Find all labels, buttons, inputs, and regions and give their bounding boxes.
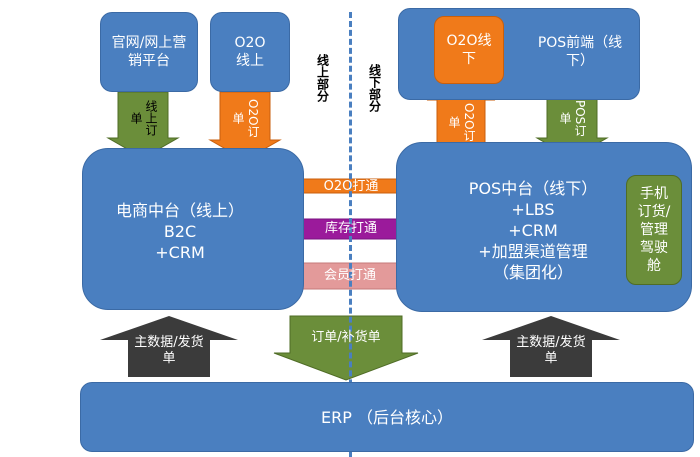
arrow-master-right-head xyxy=(482,316,620,340)
bridge-member-label: 会员打通 xyxy=(323,268,376,283)
arrow-online-order-label-box: 线上订单 xyxy=(129,96,158,140)
divider-line xyxy=(349,12,352,457)
ecommerce-center-text: 电商中台（线上） B2C +CRM xyxy=(100,200,260,263)
o2o-online-box: O2O线上 xyxy=(210,12,290,92)
arrow-o2o-order-left-label: O2O订单 xyxy=(231,98,260,138)
erp-label: ERP （后台核心） xyxy=(321,407,453,427)
ecommerce-center-box xyxy=(82,148,304,310)
online-part-label: 线上部分 xyxy=(315,54,330,102)
official-web-label: 官网/网上营销平台 xyxy=(111,35,187,69)
arrow-o2o-order-right-label: O2O订单 xyxy=(447,102,476,142)
mobile-label: 手机订货/管理驾驶舱 xyxy=(637,186,671,274)
official-web-box: 官网/网上营销平台 xyxy=(100,12,198,92)
ecommerce-center-title: 电商中台（线上） xyxy=(115,201,244,220)
arrow-o2o-order-left-label-box: O2O订单 xyxy=(231,96,260,140)
bridge-o2o-label: O2O打通 xyxy=(323,179,379,194)
o2o-online-label: O2O线上 xyxy=(234,35,266,69)
master-right-label: 主数据/发货单 xyxy=(516,335,586,366)
pos-center-line4: +加盟渠道管理 xyxy=(478,242,588,261)
arrow-online-order-label: 线上订单 xyxy=(129,100,158,136)
arrow-master-right-shape xyxy=(510,340,592,377)
arrow-master-left-shape xyxy=(128,340,210,377)
pos-center-line5: （集团化） xyxy=(492,263,573,282)
arrow-orders-shape xyxy=(273,315,419,381)
pos-center-title: POS中台（线下） xyxy=(468,179,598,198)
pos-front-box: POS前端（线下） xyxy=(530,30,630,74)
offline-part-label-box: 线下部分 xyxy=(362,58,386,118)
ecommerce-center-line2: B2C xyxy=(163,222,197,241)
mobile-box: 手机订货/管理驾驶舱 xyxy=(626,175,682,285)
pos-center-text: POS中台（线下） +LBS +CRM +加盟渠道管理 （集团化） xyxy=(458,178,608,283)
erp-box: ERP （后台核心） xyxy=(80,382,694,452)
orders-label: 订单/补货单 xyxy=(311,330,381,345)
pos-center-line3: +CRM xyxy=(508,221,558,240)
master-left-label: 主数据/发货单 xyxy=(134,335,204,366)
pos-front-label: POS前端（线下） xyxy=(537,35,623,69)
arrow-o2o-order-right-label-box: O2O订单 xyxy=(447,100,476,144)
o2o-offline-box: O2O线下 xyxy=(434,16,504,84)
ecommerce-center-line3: +CRM xyxy=(155,243,205,262)
o2o-offline-label: O2O线下 xyxy=(446,33,492,67)
bridge-inventory-label: 库存打通 xyxy=(324,221,377,236)
arrow-master-left-head xyxy=(100,316,238,340)
arrow-pos-order-label: POS订单 xyxy=(558,99,587,137)
offline-part-label: 线下部分 xyxy=(367,64,382,112)
pos-center-line2: +LBS xyxy=(511,200,555,219)
arrow-pos-order-label-box: POS订单 xyxy=(558,96,587,140)
online-part-label-box: 线上部分 xyxy=(310,48,334,108)
